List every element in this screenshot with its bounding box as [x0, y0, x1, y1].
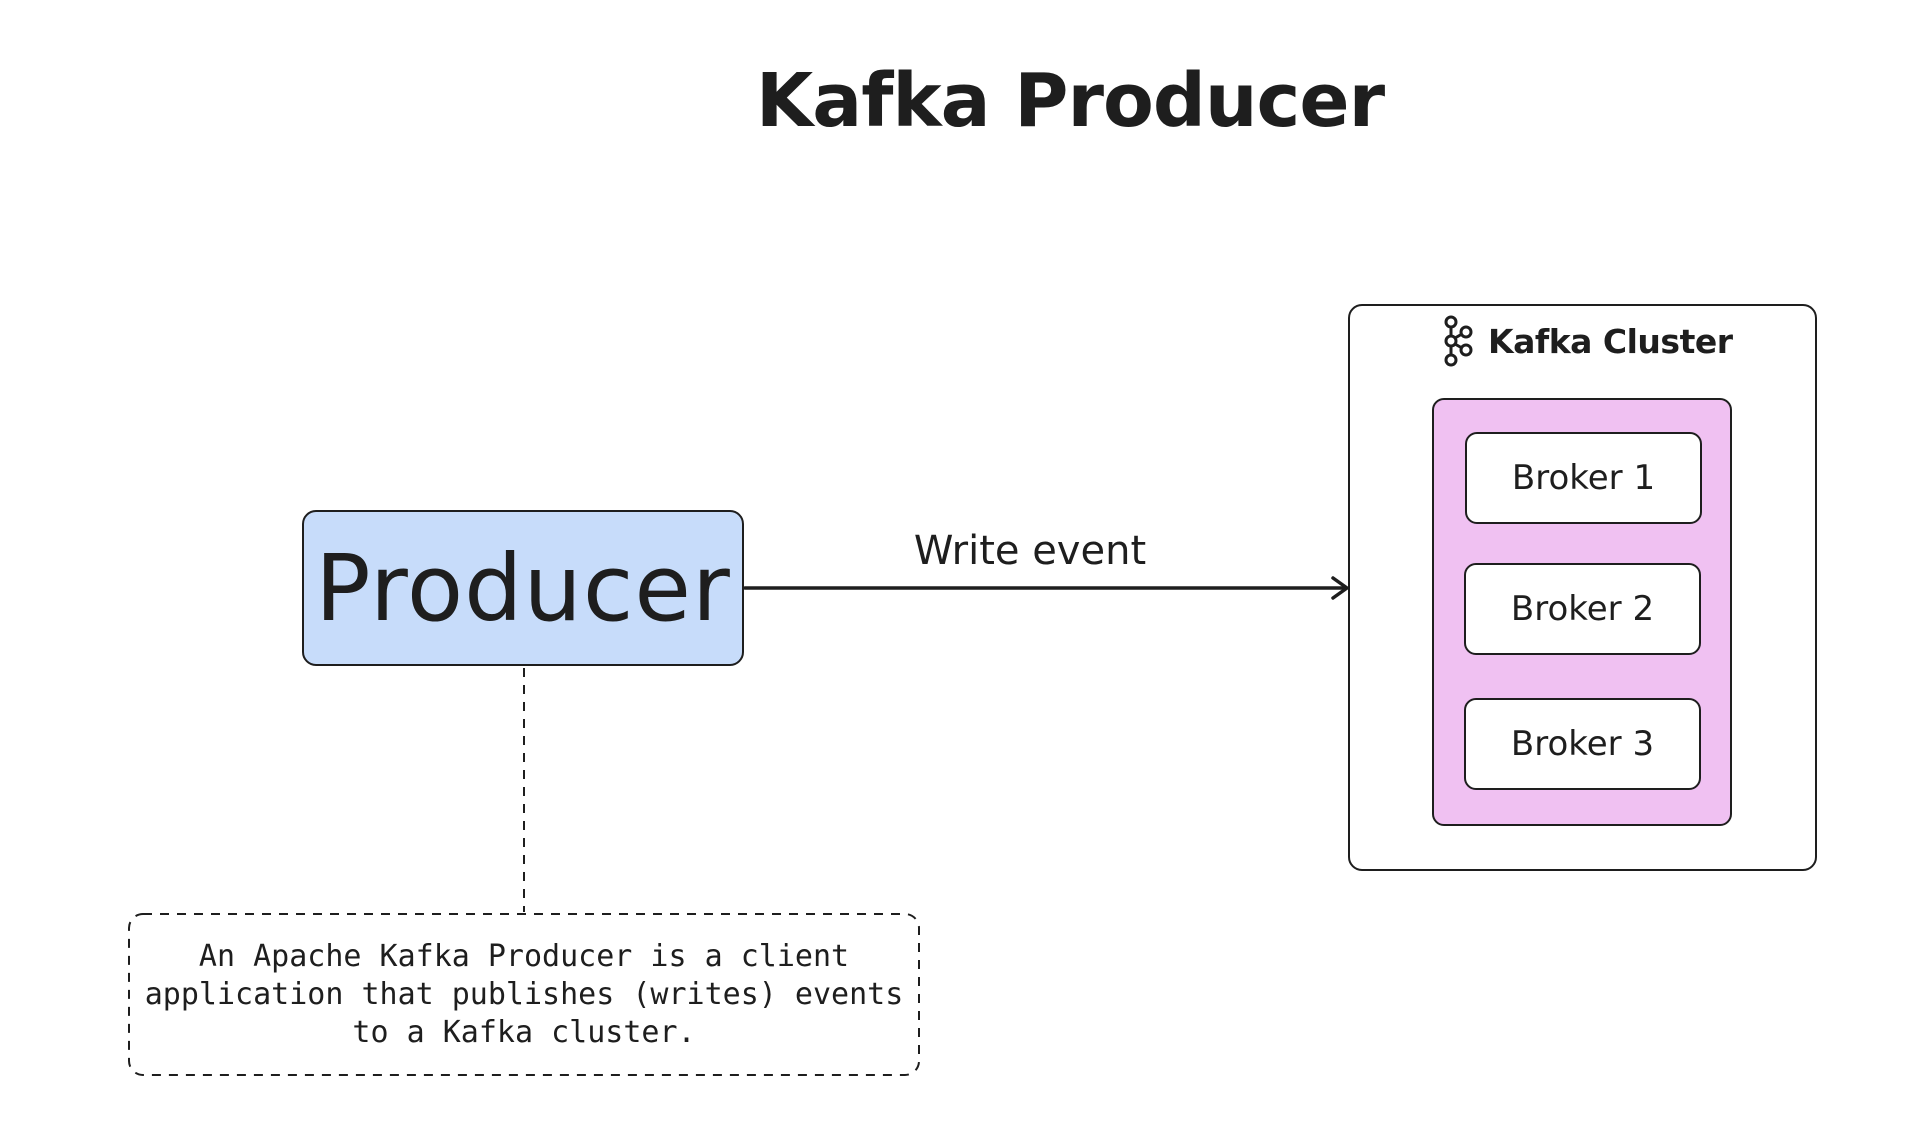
write-event-label: Write event: [913, 528, 1147, 574]
kafka-cluster-header: Kafka Cluster: [1440, 315, 1740, 367]
kafka-cluster-label: Kafka Cluster: [1488, 321, 1733, 361]
kafka-logo-icon: [1444, 315, 1473, 367]
broker-2-node: Broker 2: [1464, 563, 1701, 655]
broker-3-node: Broker 3: [1464, 698, 1701, 790]
diagram-title: Kafka Producer: [755, 58, 1385, 144]
broker-2-label: Broker 2: [1510, 589, 1655, 629]
producer-label: Producer: [315, 534, 731, 642]
broker-1-node: Broker 1: [1465, 432, 1702, 524]
broker-3-label: Broker 3: [1510, 724, 1655, 764]
broker-1-label: Broker 1: [1511, 458, 1656, 498]
producer-description-note: An Apache Kafka Producer is a client app…: [144, 938, 904, 1050]
producer-node: Producer: [302, 510, 744, 666]
note-border: [128, 913, 920, 1076]
arrowhead-icon: [1331, 576, 1349, 600]
